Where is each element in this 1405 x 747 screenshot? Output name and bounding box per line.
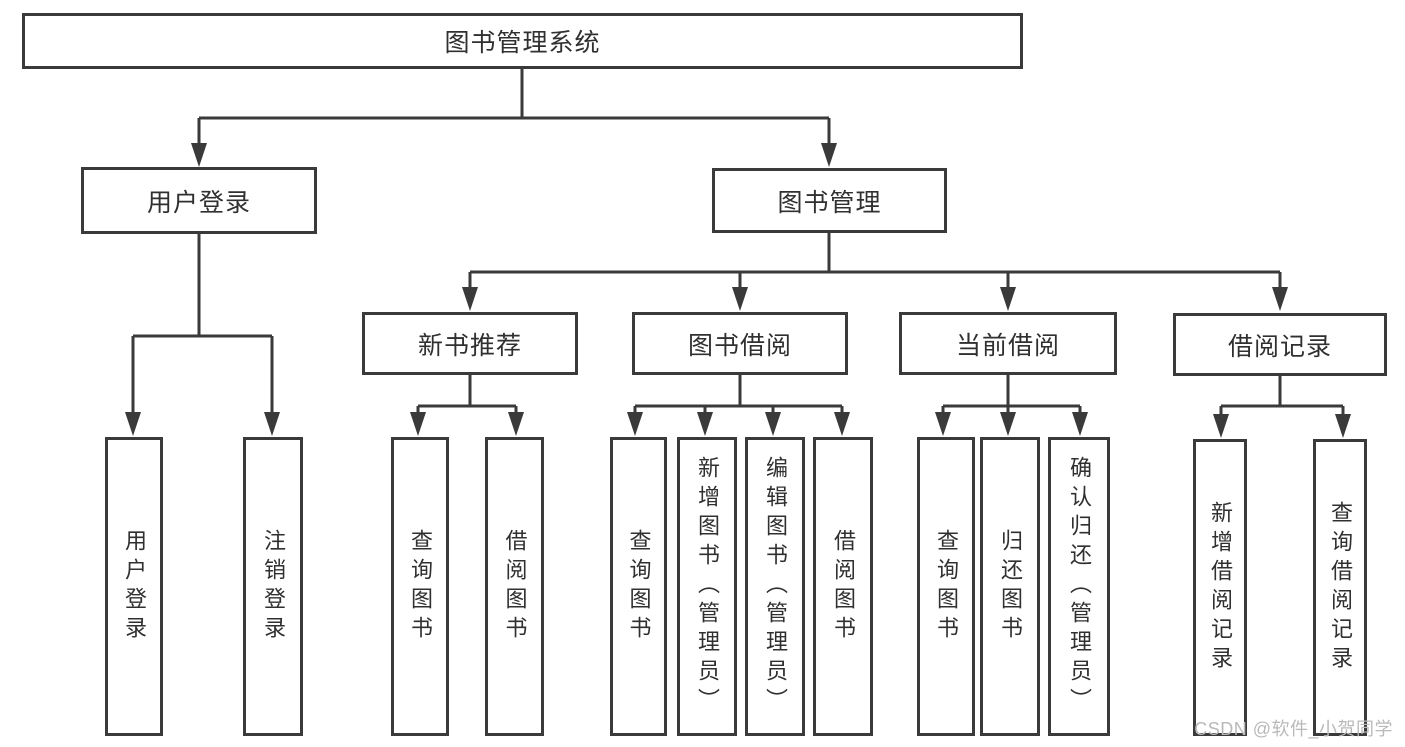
- node-new-book-rec: 新书推荐: [362, 312, 578, 375]
- arrow-icon: [834, 412, 850, 436]
- node-borrow-query-books: 查询图书: [610, 437, 667, 736]
- arrow-icon: [508, 412, 524, 436]
- node-records-query-record: 查询借阅记录: [1313, 439, 1367, 736]
- arrow-icon: [462, 287, 478, 311]
- node-borrow-edit-books: 编辑图书（管理员）: [745, 437, 805, 736]
- node-cur-return-books: 归还图书: [980, 437, 1040, 736]
- node-current-borrow: 当前借阅: [899, 312, 1117, 375]
- node-cur-confirm-return: 确认归还（管理员）: [1048, 437, 1110, 736]
- node-rec-borrow-books: 借阅图书: [485, 437, 544, 736]
- arrow-icon: [1335, 414, 1351, 438]
- node-user-login: 用户登录: [81, 167, 317, 234]
- node-borrow-add-books: 新增图书（管理员）: [677, 437, 737, 736]
- arrow-icon: [264, 412, 280, 436]
- node-rec-query-books: 查询图书: [391, 437, 449, 736]
- arrow-icon: [1272, 287, 1288, 311]
- csdn-watermark: CSDN @软件_小贺同学: [1194, 719, 1393, 739]
- node-cur-query-books: 查询图书: [917, 437, 975, 736]
- arrow-icon: [821, 143, 837, 167]
- arrow-icon: [1000, 287, 1016, 311]
- node-borrow-records: 借阅记录: [1173, 313, 1387, 376]
- arrow-icon: [765, 412, 781, 436]
- node-library-system: 图书管理系统: [22, 13, 1023, 69]
- arrow-icon: [191, 143, 207, 167]
- node-book-mgmt: 图书管理: [712, 168, 947, 233]
- arrow-icon: [697, 412, 713, 436]
- arrow-icon: [410, 412, 426, 436]
- arrowheads: [125, 143, 1351, 438]
- arrow-icon: [1213, 414, 1229, 438]
- arrow-icon: [1072, 412, 1088, 436]
- node-borrow-borrow-books: 借阅图书: [813, 437, 873, 736]
- node-records-add-record: 新增借阅记录: [1193, 439, 1247, 736]
- arrow-icon: [1000, 412, 1016, 436]
- node-leaf-user-login: 用户登录: [105, 437, 163, 736]
- arrow-icon: [732, 287, 748, 311]
- node-leaf-logout: 注销登录: [243, 437, 303, 736]
- arrow-icon: [627, 412, 643, 436]
- arrow-icon: [935, 412, 951, 436]
- arrow-icon: [125, 412, 141, 436]
- node-book-borrow: 图书借阅: [632, 312, 848, 375]
